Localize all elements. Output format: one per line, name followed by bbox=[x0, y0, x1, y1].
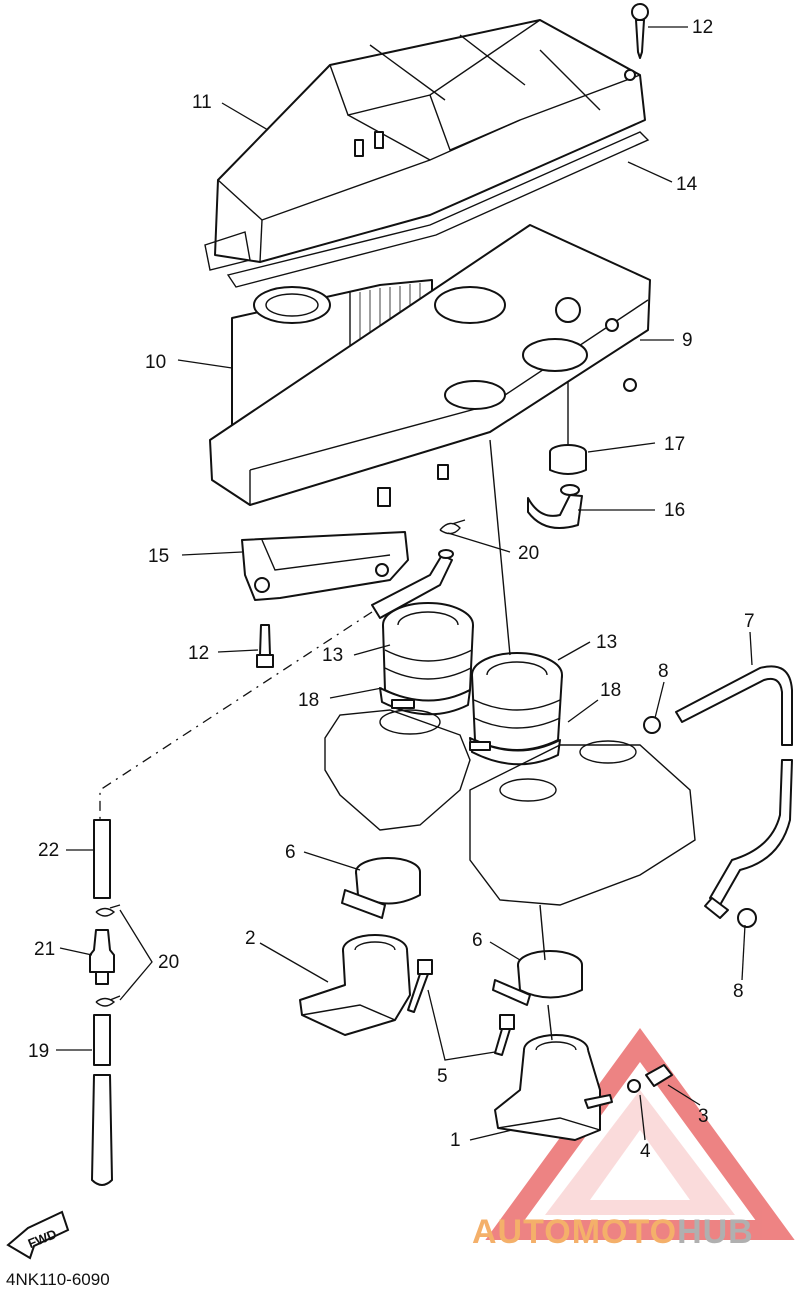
callout-16: 16 bbox=[664, 500, 685, 521]
routing-line bbox=[99, 611, 373, 820]
callout-19: 19 bbox=[28, 1041, 49, 1062]
callout-15: 15 bbox=[148, 546, 169, 567]
callout-18-left: 18 bbox=[298, 690, 319, 711]
callout-7: 7 bbox=[744, 611, 755, 632]
breather-hose bbox=[371, 549, 454, 619]
intake-joint-left bbox=[379, 602, 474, 716]
bolt-left bbox=[407, 959, 433, 1013]
bolt-right bbox=[494, 1014, 515, 1056]
callout-4: 4 bbox=[640, 1141, 651, 1162]
callout-12-top: 12 bbox=[692, 17, 713, 38]
intake-manifold-left bbox=[299, 934, 411, 1036]
callout-labels: 12 11 14 9 10 17 16 15 20 12 13 13 7 18 … bbox=[28, 17, 755, 1162]
cover-gasket bbox=[226, 131, 650, 288]
clamp-right bbox=[492, 950, 583, 1006]
hose-upper bbox=[93, 819, 111, 899]
clamp-left bbox=[341, 857, 421, 919]
callout-21: 21 bbox=[34, 939, 55, 960]
cap bbox=[645, 1064, 673, 1087]
callout-9: 9 bbox=[682, 330, 693, 351]
watermark-part2: HUB bbox=[677, 1213, 754, 1251]
intake-manifold-right bbox=[494, 1034, 613, 1141]
hose-elbow bbox=[527, 484, 583, 529]
hose-lower bbox=[91, 1014, 113, 1186]
routing-line-4 bbox=[539, 904, 546, 961]
watermark-part1: AUTOMOTO bbox=[472, 1213, 678, 1251]
callout-1: 1 bbox=[450, 1130, 461, 1151]
clip-upper bbox=[95, 904, 121, 917]
callout-6-right: 6 bbox=[472, 930, 483, 951]
callout-14: 14 bbox=[676, 174, 698, 195]
callout-3: 3 bbox=[698, 1106, 709, 1127]
callout-18-right: 18 bbox=[600, 680, 621, 701]
callout-13-left: 13 bbox=[322, 645, 343, 666]
fuel-filter bbox=[89, 929, 115, 985]
callout-20-top: 20 bbox=[518, 543, 539, 564]
callout-13-right: 13 bbox=[596, 632, 617, 653]
callout-17: 17 bbox=[664, 434, 685, 455]
routing-line-2 bbox=[489, 439, 511, 656]
callout-11: 11 bbox=[192, 92, 212, 113]
watermark-logo: AUTOMOTOHUB bbox=[472, 1213, 754, 1252]
callout-2: 2 bbox=[245, 928, 256, 949]
leader-lines bbox=[56, 26, 753, 1141]
callout-6-left: 6 bbox=[285, 842, 296, 863]
fuel-hose bbox=[643, 665, 793, 928]
air-filter-case bbox=[209, 224, 651, 507]
callout-10: 10 bbox=[145, 352, 166, 373]
callout-22: 22 bbox=[38, 840, 59, 861]
grommet bbox=[549, 444, 587, 475]
bracket bbox=[241, 531, 409, 601]
clip-lower bbox=[95, 995, 121, 1007]
clip-top bbox=[439, 519, 466, 535]
screw-top bbox=[631, 3, 649, 59]
diagram-code: 4NK110-6090 bbox=[6, 1270, 110, 1289]
callout-8-top: 8 bbox=[658, 661, 669, 682]
intake-joint-right bbox=[469, 652, 563, 766]
callout-12-bottom: 12 bbox=[188, 643, 209, 664]
routing-line-5 bbox=[547, 1004, 553, 1041]
air-filter-cover bbox=[204, 19, 646, 271]
callout-20-bottom: 20 bbox=[158, 952, 179, 973]
carburetor-assembly bbox=[324, 709, 696, 906]
callout-8-bottom: 8 bbox=[733, 981, 744, 1002]
callout-5: 5 bbox=[437, 1066, 448, 1087]
screw-bottom bbox=[256, 624, 274, 668]
small-clip bbox=[627, 1079, 641, 1093]
fwd-arrow: FWD bbox=[6, 1210, 70, 1260]
